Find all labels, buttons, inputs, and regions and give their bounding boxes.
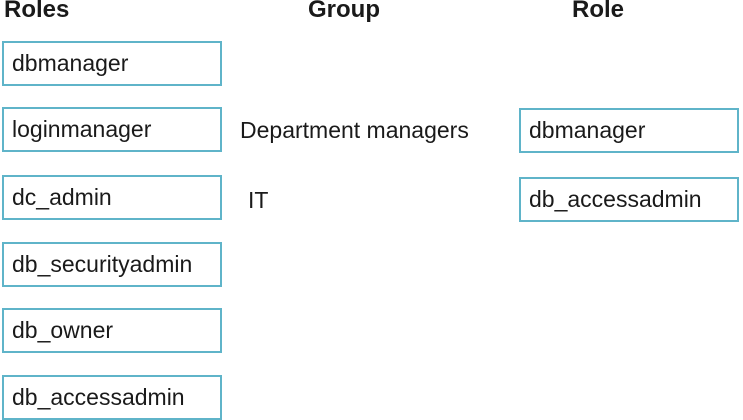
roles-header: Roles bbox=[4, 0, 70, 23]
role-header: Role bbox=[572, 0, 625, 23]
role-option[interactable]: dbmanager bbox=[2, 41, 222, 86]
answer-slot[interactable]: dbmanager bbox=[519, 108, 739, 153]
role-option[interactable]: db_securityadmin bbox=[2, 242, 222, 287]
role-option[interactable]: db_accessadmin bbox=[2, 375, 222, 420]
role-option[interactable]: dc_admin bbox=[2, 175, 222, 220]
group-label: Department managers bbox=[240, 117, 469, 143]
group-header: Group bbox=[308, 0, 380, 23]
answer-slot[interactable]: db_accessadmin bbox=[519, 177, 739, 222]
role-option[interactable]: loginmanager bbox=[2, 107, 222, 152]
role-option[interactable]: db_owner bbox=[2, 308, 222, 353]
group-label: IT bbox=[248, 187, 269, 213]
